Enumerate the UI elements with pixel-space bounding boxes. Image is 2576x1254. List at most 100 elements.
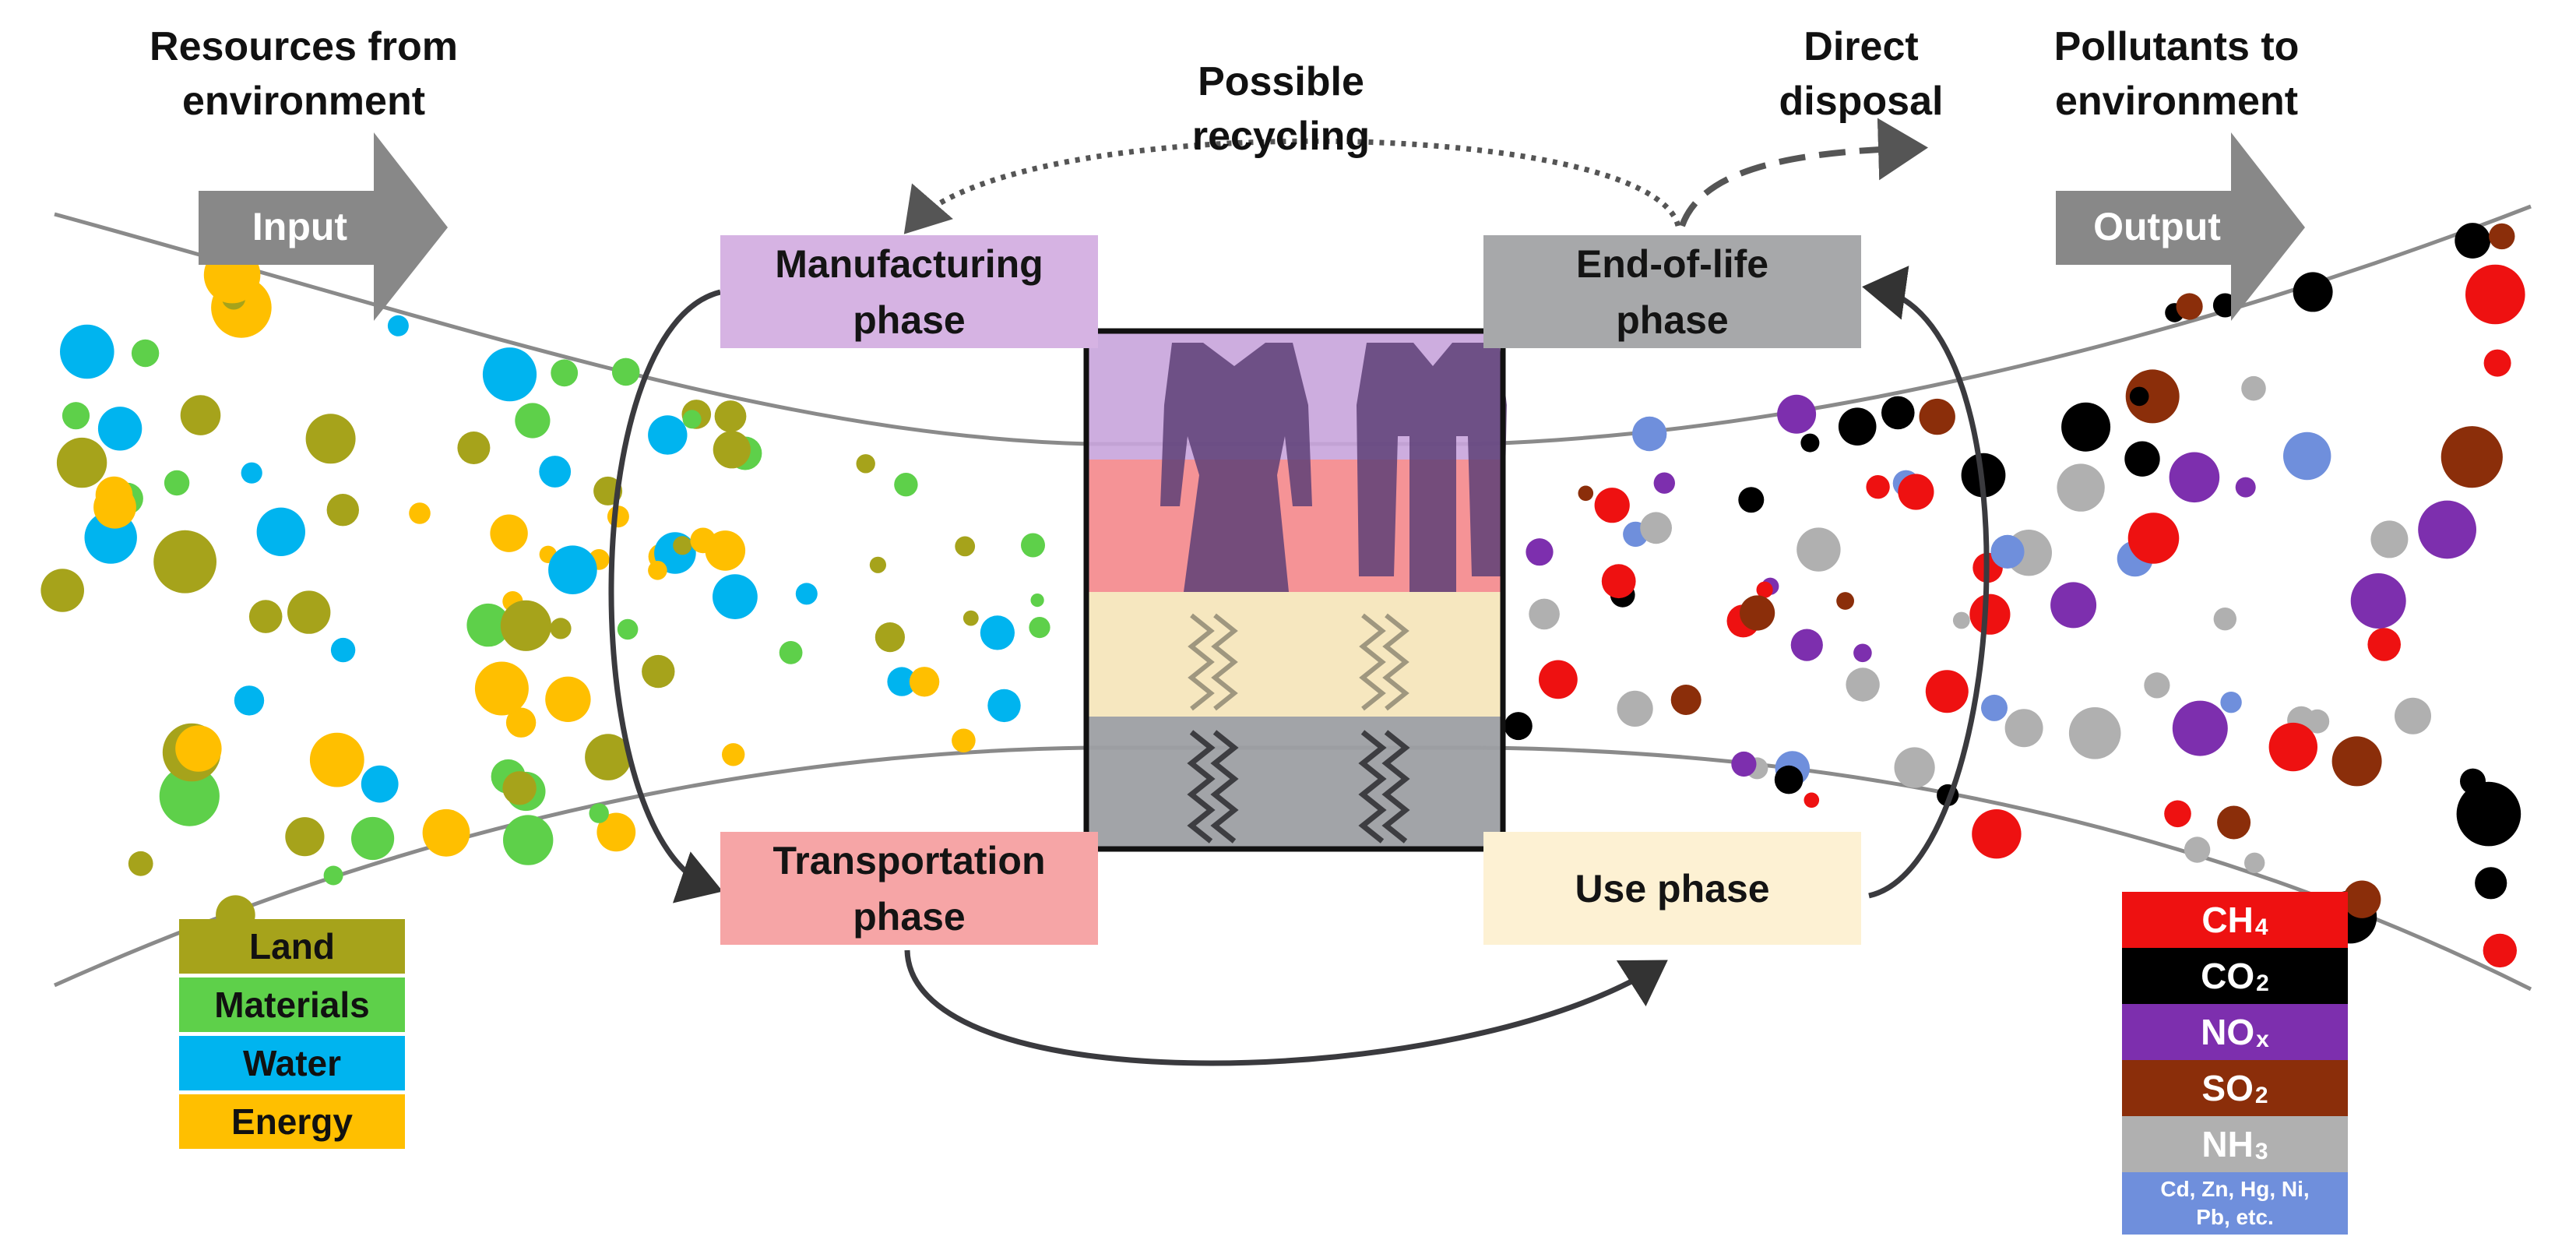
- resource-particle: [795, 583, 818, 605]
- resource-particle: [164, 470, 190, 496]
- pollutant-particle: [1670, 685, 1701, 715]
- pollutant-particle: [1594, 488, 1630, 523]
- resource-particle: [894, 473, 918, 497]
- resource-particle: [722, 743, 745, 766]
- pollutant-particle: [1898, 474, 1934, 510]
- pollutant-particle: [1990, 534, 2025, 569]
- pollutant-particle: [1881, 396, 1915, 430]
- legend-land: Land: [179, 919, 405, 974]
- disposal-heading: Direct disposal: [1779, 24, 1944, 124]
- resource-particle: [482, 347, 537, 402]
- resource-particle: [1029, 617, 1050, 639]
- output-arrow-label: Output: [2093, 205, 2221, 248]
- pollutant-particle: [2460, 768, 2486, 794]
- resource-particle: [95, 476, 133, 514]
- resources-heading: Resources from environment: [150, 24, 458, 124]
- pollutant-particle: [2418, 500, 2477, 559]
- resource-particle: [241, 462, 262, 484]
- dress-icon: [1160, 343, 1312, 592]
- pollutant-particle: [2465, 264, 2525, 325]
- pollutant-particle: [2331, 736, 2382, 787]
- pollutant-particle: [1972, 809, 2022, 859]
- resource-particle: [980, 615, 1015, 650]
- transport-to-use-arrow: [904, 949, 1668, 1066]
- pollutant-particle: [1774, 765, 1804, 794]
- resource-particle: [351, 816, 395, 861]
- pollutant-particle: [1740, 595, 1775, 631]
- pollutant-particle: [2050, 582, 2097, 629]
- pollutant-particle: [2283, 432, 2331, 481]
- pollutant-particle: [2169, 452, 2220, 503]
- pollutant-particle: [1925, 670, 1969, 713]
- pollutant-particle: [2144, 672, 2170, 699]
- fiber-icon: [1187, 730, 1410, 844]
- resource-particle: [180, 395, 221, 435]
- resource-particle: [515, 403, 551, 439]
- resource-particle: [387, 315, 409, 336]
- resource-particle: [97, 407, 143, 451]
- pollutant-particle: [2125, 369, 2180, 424]
- resource-particle: [589, 803, 609, 823]
- legend-materials: Materials: [179, 977, 405, 1032]
- use-to-endoflife-arrow: [1862, 266, 1990, 899]
- pollutant-particle: [1981, 694, 2008, 721]
- transportation-phase-box: Transportation phase: [720, 832, 1098, 945]
- pollutant-particle: [1578, 485, 1594, 502]
- resource-particle: [551, 359, 579, 387]
- pollutant-particle: [1529, 598, 1560, 630]
- resource-particle: [466, 603, 510, 647]
- legend-water: Water: [179, 1036, 405, 1090]
- pollutant-particle: [2004, 709, 2043, 748]
- pollutant-particle: [2127, 513, 2180, 564]
- pollutant-particle: [1800, 433, 1820, 453]
- resource-particle: [887, 667, 917, 696]
- legend-energy: Energy: [179, 1094, 405, 1149]
- manufacturing-to-transport-arrow: [608, 289, 723, 904]
- resource-particle: [285, 817, 325, 857]
- pollutant-particle: [2176, 293, 2203, 320]
- resource-particle: [713, 431, 751, 469]
- resource-particle: [548, 545, 597, 594]
- resource-particle: [309, 732, 364, 787]
- pollutant-particle: [2164, 800, 2191, 828]
- use-phase-box: Use phase: [1483, 832, 1861, 945]
- resource-particle: [955, 536, 976, 557]
- resource-particle: [505, 707, 537, 738]
- shirt-icon: [1357, 343, 1507, 592]
- resource-particle: [550, 618, 572, 639]
- resource-particle: [585, 734, 632, 780]
- pollutant-particle: [1539, 660, 1578, 699]
- pollutant-particle: [2184, 837, 2211, 863]
- pollutant-particle: [2172, 700, 2228, 756]
- resource-particle: [714, 400, 747, 432]
- pollutant-particle: [2268, 722, 2317, 772]
- pollutant-particle: [2350, 573, 2406, 629]
- resource-particle: [175, 725, 222, 772]
- pollutant-particle: [1617, 690, 1653, 727]
- resource-particle: [617, 618, 639, 640]
- pollutant-particle: [2343, 880, 2381, 918]
- resource-particle: [457, 432, 491, 464]
- resource-particle: [539, 456, 572, 488]
- resource-particle: [673, 536, 692, 555]
- resource-particle: [305, 414, 356, 464]
- resource-particle: [153, 530, 216, 594]
- pollutant-particle: [2441, 426, 2503, 488]
- pollutant-particle: [2370, 520, 2409, 558]
- resource-particle: [128, 851, 153, 876]
- pollutant-particle: [1601, 564, 1636, 599]
- resource-particle: [287, 590, 331, 634]
- pollutant-particle: [1777, 394, 1817, 434]
- resource-particle: [256, 507, 305, 556]
- pollutant-particle: [1526, 538, 1554, 566]
- resource-particle: [500, 600, 552, 651]
- recycling-arrow: [903, 138, 1681, 234]
- pollutant-particle: [1919, 398, 1955, 435]
- pollutant-particle: [1969, 594, 2011, 635]
- pollutant-particle: [2367, 628, 2401, 661]
- pollutant-particle: [2244, 852, 2265, 874]
- pollutant-particle: [1846, 668, 1880, 702]
